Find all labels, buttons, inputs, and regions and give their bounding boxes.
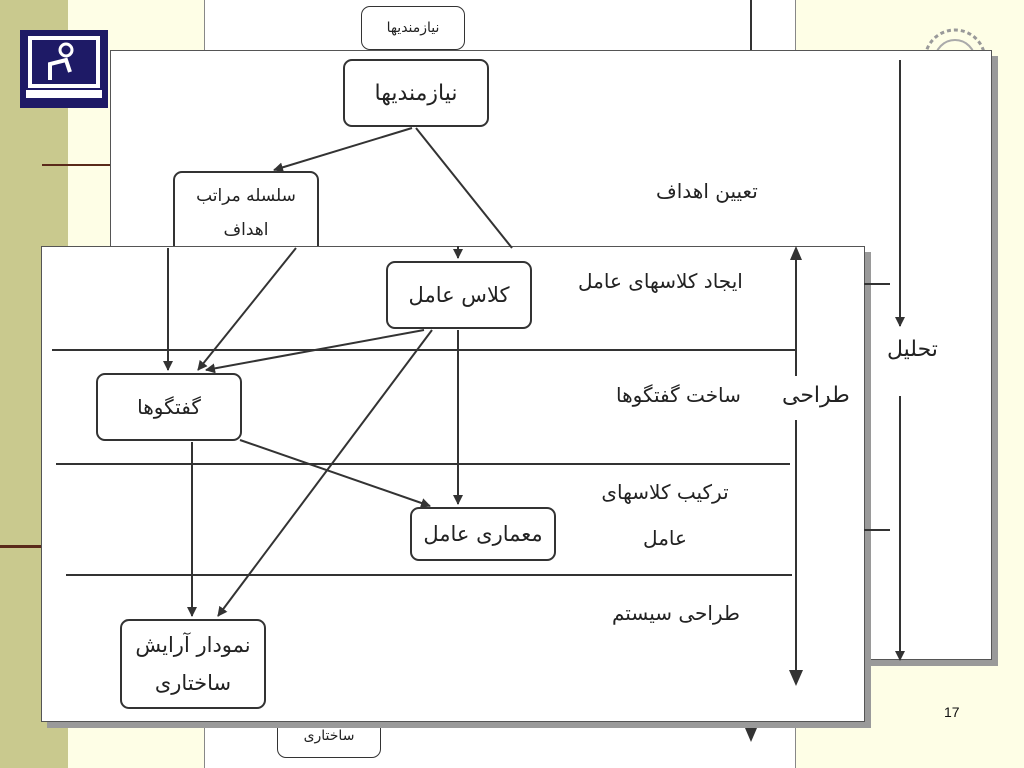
page-number: 17 bbox=[944, 704, 960, 720]
front-slide: کلاس عامل گفتگوها معماری عامل نمودار آرا… bbox=[41, 246, 865, 722]
define-goals-label: تعیین اهداف bbox=[656, 179, 758, 203]
decor-line bbox=[42, 164, 112, 166]
goal-hierarchy-text: سلسله مراتب اهداف bbox=[196, 186, 296, 240]
compose-agent-classes-label: ترکیب کلاسهای عامل bbox=[601, 480, 729, 550]
system-design-label: طراحی سیستم bbox=[612, 601, 740, 625]
conversations-box: گفتگوها bbox=[96, 373, 242, 441]
agent-architecture-box: معماری عامل bbox=[410, 507, 556, 561]
analysis-label: تحلیل bbox=[887, 337, 938, 362]
computer-user-icon bbox=[20, 30, 108, 108]
create-agent-classes-label: ایجاد کلاسهای عامل bbox=[578, 269, 743, 293]
agent-class-box: کلاس عامل bbox=[386, 261, 532, 329]
structure-diagram-box: نمودار آرایش ساختاری bbox=[120, 619, 266, 709]
requirements-box: نیازمندیها bbox=[343, 59, 489, 127]
build-conversations-label: ساخت گفتگوها bbox=[616, 383, 741, 407]
design-label: طراحی bbox=[782, 383, 850, 408]
back-requirements-box: نیازمندیها bbox=[361, 6, 465, 50]
decor-line bbox=[0, 545, 45, 548]
structure-diagram-text: نمودار آرایش ساختاری bbox=[135, 633, 251, 695]
